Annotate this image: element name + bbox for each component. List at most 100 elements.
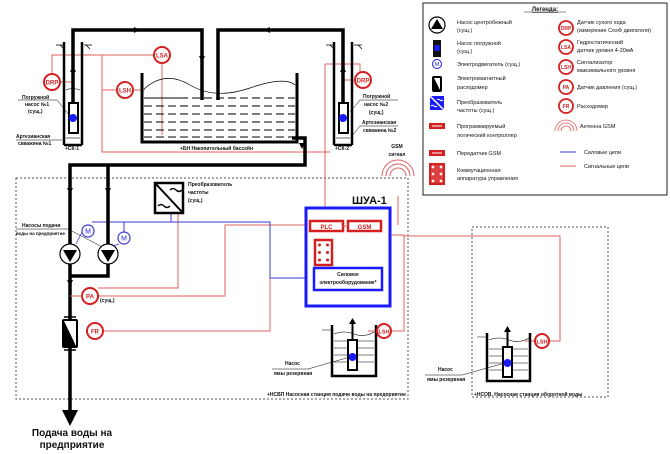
fc-label-2: частоты (188, 190, 209, 196)
sensor-drp-2: DRP (354, 71, 372, 89)
gsm-antenna: GSM сигнал (381, 144, 415, 177)
motor-1: M (75, 224, 95, 245)
station-zone-recirculation (471, 226, 609, 398)
well-1-pump-label: Погружной (22, 94, 49, 101)
pa-tag: PA (86, 295, 95, 301)
station-1-caption: +НСВП Насосная станция подачи воды на пр… (267, 392, 406, 398)
flowmeter (62, 316, 78, 351)
svg-text:DRP: DRP (561, 26, 572, 32)
legend-label: частоты (сущ.) (457, 108, 494, 114)
centrifugal-pump-icon (428, 16, 446, 34)
legend-label: Гидростатический (577, 39, 623, 46)
sensor-lsh-station-1: LSH (376, 323, 392, 339)
pipes (68, 28, 345, 410)
legend-label: Электродвигатель (сущ.) (457, 62, 520, 68)
fr-sensor-icon: FR (558, 98, 574, 114)
control-cabinet: ШУА-1 PLC GSM Силовое электрооборудовани… (304, 195, 392, 308)
legend-label: логический контроллер (457, 132, 517, 139)
plc-label: PLC (321, 225, 334, 231)
station-2-pump-label: Насос (438, 367, 453, 373)
legend-label: (сущ.) (457, 28, 472, 34)
well-1-pump-label-3: (сущ.) (28, 109, 43, 115)
antenna-icon (554, 119, 578, 132)
station-2-caption: +НСОВ. Насосная станция оборотной воды (474, 391, 582, 398)
legend-label: Насос центробежный (457, 19, 512, 26)
well-1-pump-label-2: насос №1 (25, 102, 49, 108)
output-label: Подача воды на (32, 428, 113, 439)
fc-label: Преобразователь (188, 181, 232, 188)
output-arrow-icon (62, 410, 78, 426)
svg-text:LSH: LSH (561, 65, 571, 71)
pa-note: (сущ.) (100, 298, 115, 304)
sensor-pa: PA (сущ.) (70, 287, 115, 305)
motor-tag: M (85, 229, 91, 236)
legend-label: расходомер (457, 85, 488, 91)
lsh-tag: LSH (119, 89, 131, 95)
motor-icon (339, 114, 347, 122)
legend-label: Силовые цепи (584, 150, 621, 156)
gsm-signal-label-2: сигнал (389, 152, 406, 158)
centrifugal-pump-2 (97, 243, 119, 265)
well-1-label-2: скважина №1 (18, 141, 51, 147)
legend: Легенда: M (422, 2, 668, 196)
storage-tank: +БН Накопительный бассейн (140, 73, 299, 152)
pumps-label-2: воды на предприятие (16, 231, 65, 236)
gsm-transmitter-icon (429, 150, 445, 156)
fr-tag: FR (91, 330, 100, 336)
svg-text:M: M (435, 62, 440, 68)
lsh-sensor-icon: LSH (558, 59, 574, 75)
pa-sensor-icon: PA (558, 79, 574, 95)
well-1-tag: +СК-1 (65, 146, 79, 152)
gsm-label: GSM (358, 225, 372, 231)
sensor-lsh-station-2: LSH (534, 333, 550, 349)
svg-text:LSA: LSA (561, 45, 571, 51)
pit-station-1: Насос ямы резервная +НСВП Насосная станц… (267, 318, 406, 398)
drp-tag: DRP (46, 81, 59, 87)
sensor-drp-1: DRP (43, 73, 61, 91)
legend-label: аппаратура управления (457, 176, 518, 182)
cabinet-title: ШУА-1 (352, 195, 387, 207)
power-equipment-label: Силовое (337, 272, 359, 278)
station-1-pump-label: Насос (285, 361, 300, 367)
legend-title: Легенда: (532, 7, 558, 13)
sensor-fr: FR (86, 322, 104, 340)
output-label-2: предприятие (40, 440, 105, 451)
motor-2: M (112, 231, 131, 247)
legend-label: (сущ.) (457, 49, 472, 55)
power-equipment (312, 266, 384, 292)
legend-label: Датчик сухого хода (577, 20, 627, 26)
legend-label: Электромагнитный (457, 75, 506, 82)
motor-tag: M (121, 236, 127, 243)
legend-label: Преобразователь (457, 100, 502, 106)
well-2-pump-label-3: (сущ.) (369, 110, 384, 116)
drp-sensor-icon: DRP (558, 20, 574, 36)
legend-label: Коммутационная (457, 168, 501, 174)
legend-label: датчик уровня 4-20мА (577, 48, 634, 54)
lsa-sensor-icon: LSA (558, 39, 574, 55)
legend-label: (измерение CosФ двигателя) (577, 28, 651, 34)
antenna-icon (381, 159, 415, 177)
well-1: +СК-1 Погружной насос №1 (сущ.) Артезиан… (16, 42, 92, 152)
legend-label: Расходомер (577, 104, 608, 110)
well-1-label: Артезианская (16, 134, 50, 140)
sensor-lsh-tank: LSH (116, 81, 134, 99)
switchgear-icon (429, 163, 445, 185)
station-zone-main (15, 177, 409, 400)
lsh-tag: LSH (537, 340, 548, 346)
well-2-label: Артезианская (362, 120, 396, 126)
well-2-pump-label: Погружной (363, 93, 390, 100)
fc-label-3: (сущ.) (188, 198, 203, 204)
well-2-tag: +СК-2 (335, 146, 349, 152)
submersible-pump-icon (433, 40, 441, 57)
legend-label: Датчик давления (сущ.) (577, 85, 637, 91)
gsm-signal-label: GSM (391, 144, 402, 150)
legend-label: максимального уровня (577, 68, 635, 74)
legend-label: Передатчик GSM (457, 151, 501, 157)
well-2-label-2: скважина №2 (363, 128, 396, 134)
drp-tag: DRP (357, 79, 370, 85)
pipe-arrows (62, 27, 346, 426)
svg-text:PA: PA (563, 85, 570, 91)
switchgear-module (313, 238, 334, 267)
svg-text:FR: FR (563, 104, 570, 110)
